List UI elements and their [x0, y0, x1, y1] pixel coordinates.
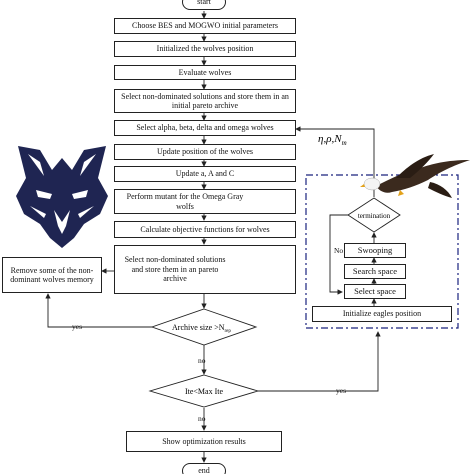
evaluate-box: Evaluate wolves: [114, 65, 296, 80]
ite-diamond: [148, 374, 260, 408]
no-label-ite: no: [198, 414, 206, 423]
yes-label-archive: yes: [72, 322, 82, 331]
arrow-term-no: [329, 214, 350, 295]
end-terminal: end: [182, 463, 226, 474]
archive-size-diamond: [150, 308, 258, 346]
choose-params-box: Choose BES and MOGWO initial parameters: [114, 18, 296, 34]
update-position-box: Update position of the wolves: [114, 144, 296, 160]
termination-diamond: [347, 197, 401, 233]
update-aac-box: Update a, A and C: [114, 166, 296, 182]
arrow-ite-yes: [258, 331, 381, 392]
remove-nondominant-box: Remove some of the non-dominant wolves m…: [2, 257, 102, 293]
wolf-icon: [16, 146, 108, 248]
select-space-box: Select space: [344, 284, 406, 299]
search-space-box: Search space: [344, 264, 406, 279]
init-eagles-box: Initialize eagles position: [312, 306, 452, 322]
mutant-text: Perform mutant for the Omega Gray wolfs: [126, 192, 244, 211]
termination-text: termination: [358, 212, 391, 220]
arrow-archive-yes: [45, 293, 152, 328]
yes-label-ite: yes: [336, 386, 346, 395]
select-nondominated-box-1: Select non-dominated solutions and store…: [114, 89, 296, 113]
show-results-box: Show optimization results: [126, 431, 282, 452]
eagle-icon: [360, 154, 470, 198]
no-label-archive: no: [198, 356, 206, 365]
eagle-params-label: η,ρ,Nm: [318, 133, 347, 147]
no-label-termination: No: [334, 246, 344, 255]
swooping-box: Swooping: [344, 243, 406, 258]
select-nondominated-2-text: Select non-dominated solutions and store…: [124, 255, 226, 284]
start-terminal: start: [182, 0, 226, 10]
calc-objective-box: Calculate objective functions for wolves: [114, 221, 296, 238]
select-leaders-box: Select alpha, beta, delta and omega wolv…: [114, 120, 296, 136]
mutant-box: Perform mutant for the Omega Gray wolfs: [114, 189, 296, 214]
arrow-term-leaders: [295, 126, 375, 197]
init-wolves-box: Initialized the wolves position: [114, 41, 296, 57]
select-nondominated-box-2: Select non-dominated solutions and store…: [114, 245, 296, 294]
ite-text: Ite<Max Ite: [185, 387, 224, 396]
eagle-frame: [305, 174, 459, 329]
archive-size-text: Archive size >Nrep: [172, 323, 231, 334]
